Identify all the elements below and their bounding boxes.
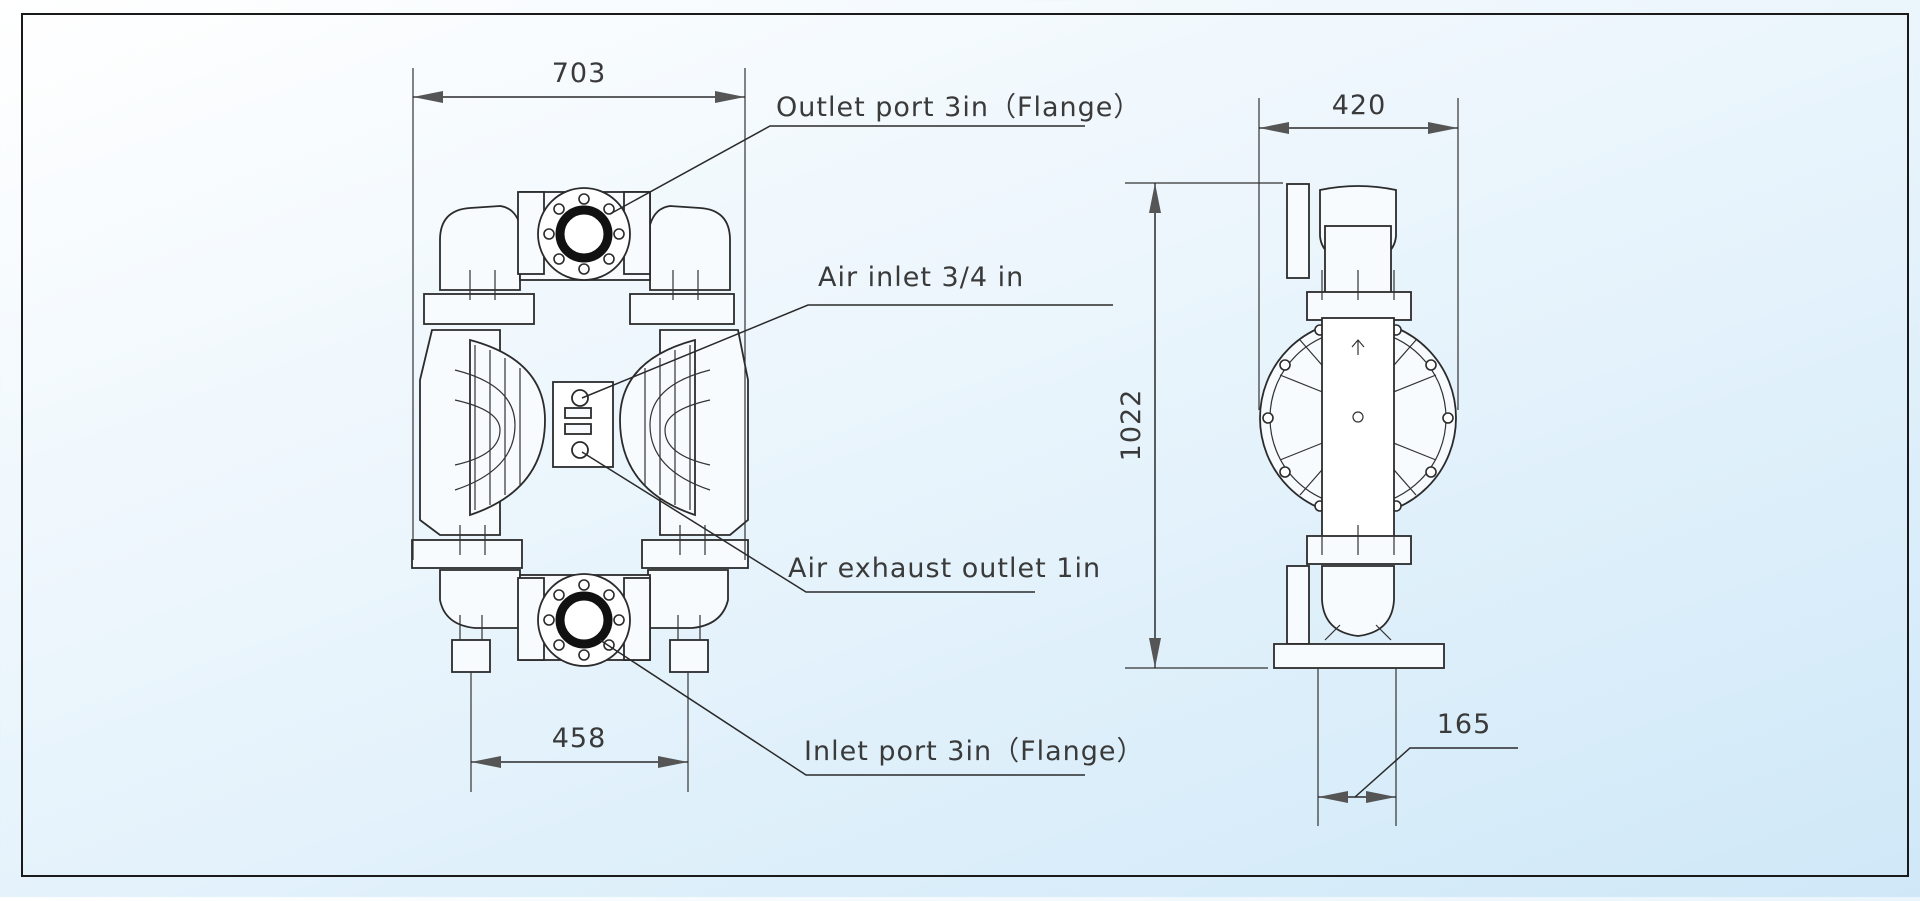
dim-height-value: 1022 [1116, 389, 1147, 462]
air-inlet-port [571, 389, 589, 407]
inlet-flange [517, 573, 651, 667]
dim-front-width-value: 703 [552, 58, 607, 89]
dim-base-spacing-value: 165 [1437, 709, 1492, 740]
dim-front-width: 703 [412, 58, 746, 560]
pump-body-side [1259, 183, 1457, 669]
front-view: 703 458 Outlet port 3in（Flange） Air inle… [411, 58, 1145, 792]
dim-side-width-value: 420 [1332, 90, 1387, 121]
label-outlet-port: Outlet port 3in（Flange） [776, 92, 1141, 123]
air-exhaust-port [571, 441, 589, 459]
label-air-inlet: Air inlet 3/4 in [818, 262, 1024, 293]
dim-bottom-spacing: 458 [470, 672, 689, 792]
leader-lines [581, 125, 1113, 776]
dim-base-spacing: 165 [1317, 668, 1518, 826]
label-air-exhaust: Air exhaust outlet 1in [788, 553, 1101, 584]
dim-side-width: 420 [1258, 90, 1459, 410]
outlet-flange [517, 187, 651, 281]
dim-height: 1022 [1116, 182, 1283, 669]
label-inlet-port: Inlet port 3in（Flange） [804, 736, 1145, 767]
side-view: 420 1022 165 [1116, 90, 1518, 826]
dim-bottom-spacing-value: 458 [552, 723, 607, 754]
drawing-frame [21, 13, 1909, 877]
